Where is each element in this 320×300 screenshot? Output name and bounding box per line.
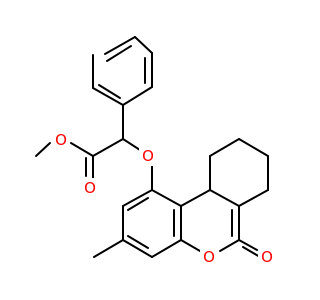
atom-label-background xyxy=(52,130,70,150)
atom-label-background xyxy=(139,146,157,166)
ester-carbonyl-oxygen-label: O xyxy=(84,179,96,197)
oxygen-atom-labels: O O O O O xyxy=(52,130,276,267)
atom-label-background xyxy=(200,247,218,267)
lactone-carbonyl-bond xyxy=(238,239,258,251)
lactone-bond xyxy=(219,239,240,252)
lactone-carbonyl-oxygen-atom: O xyxy=(258,247,276,267)
aromatic-double-bond xyxy=(127,235,149,249)
aromatic-bond xyxy=(151,239,182,258)
cyclohexene-bond xyxy=(238,138,269,157)
atom-label-background xyxy=(258,247,276,267)
lactone-ring-oxygen-atom: O xyxy=(200,247,218,267)
molecule-structure-diagram: O O O O O xyxy=(35,36,276,267)
ester-ether-oxygen-label: O xyxy=(55,131,67,149)
lactone-ring xyxy=(180,189,261,258)
phenyl-bond xyxy=(92,87,124,106)
alpha-carbon-to-aryl-ether-oxygen-bond xyxy=(122,138,141,151)
lactone-bond xyxy=(180,189,211,207)
aromatic-ring xyxy=(93,189,182,258)
ester-carbonyl-oxygen-atom: O xyxy=(81,178,99,198)
phenyl-bond xyxy=(134,36,153,54)
aryl-ether-oxygen-label: O xyxy=(142,147,154,165)
lactone-carbonyl-bond xyxy=(242,246,261,258)
ether-oxygen-to-methyl-bond xyxy=(35,142,51,157)
lactone-bond xyxy=(180,239,201,252)
ring-methyl-bond xyxy=(93,239,124,258)
ester-ether-oxygen-atom: O xyxy=(52,130,70,150)
aromatic-bond xyxy=(122,189,153,207)
aromatic-bond xyxy=(122,239,153,258)
alpha-carbon-to-ester-carbon-bond xyxy=(92,138,124,157)
cyclohexene-bond xyxy=(238,189,269,207)
cyclohexene-bond xyxy=(209,138,240,157)
phenyl-double-bond xyxy=(106,45,132,62)
phenyl-bond xyxy=(122,86,153,106)
aromatic-bond xyxy=(151,189,182,207)
lactone-carbonyl-oxygen-label: O xyxy=(261,248,273,266)
aromatic-double-bond xyxy=(127,197,149,211)
cyclohexene-ring xyxy=(209,138,269,207)
ester-side-chain xyxy=(35,104,153,191)
phenyl-ring xyxy=(92,36,153,106)
aryl-ether-oxygen-atom: O xyxy=(139,146,157,166)
atom-label-background xyxy=(81,178,99,198)
ester-carbon-to-ether-oxygen-bond xyxy=(70,142,94,157)
phenyl-double-bond xyxy=(98,84,121,99)
phenyl-bond xyxy=(104,36,136,55)
lactone-ring-oxygen-label: O xyxy=(203,248,215,266)
lactone-bond xyxy=(209,189,240,207)
